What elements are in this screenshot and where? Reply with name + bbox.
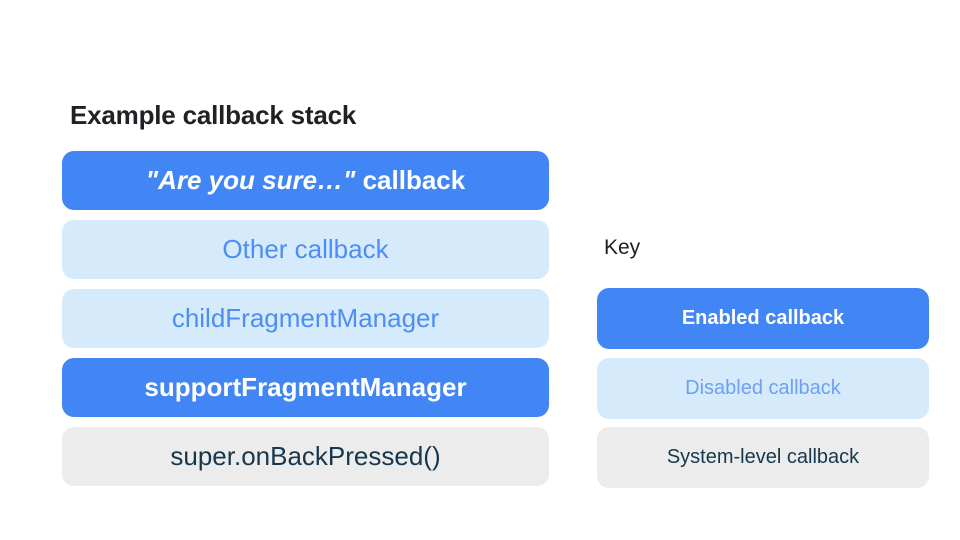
stack-box-label-rest: callback — [355, 165, 466, 195]
key-item-system-level-callback: System-level callback — [597, 427, 929, 488]
stack-box-child-fragment-manager: childFragmentManager — [62, 289, 549, 348]
key-item-enabled-callback: Enabled callback — [597, 288, 929, 349]
key-item-disabled-callback: Disabled callback — [597, 358, 929, 419]
stack-box-label: "Are you sure…" callback — [146, 165, 465, 196]
stack-box-are-you-sure-callback: "Are you sure…" callback — [62, 151, 549, 210]
stack-box-label-quoted: "Are you sure…" — [145, 165, 356, 195]
stack-box-support-fragment-manager: supportFragmentManager — [62, 358, 549, 417]
key-item-label: Enabled callback — [681, 307, 845, 329]
stack-title: Example callback stack — [70, 100, 357, 130]
stack-box-label: Other callback — [222, 234, 389, 264]
stack-box-super-on-back-pressed: super.onBackPressed() — [62, 427, 549, 486]
stack-box-label: childFragmentManager — [171, 303, 440, 333]
stack-box-label: super.onBackPressed() — [170, 441, 441, 471]
stack-box-label: supportFragmentManager — [144, 372, 467, 402]
stack-box-other-callback: Other callback — [62, 220, 549, 279]
key-item-label: Disabled callback — [685, 377, 841, 399]
key-item-label: System-level callback — [666, 446, 860, 468]
key-title: Key — [604, 236, 641, 259]
